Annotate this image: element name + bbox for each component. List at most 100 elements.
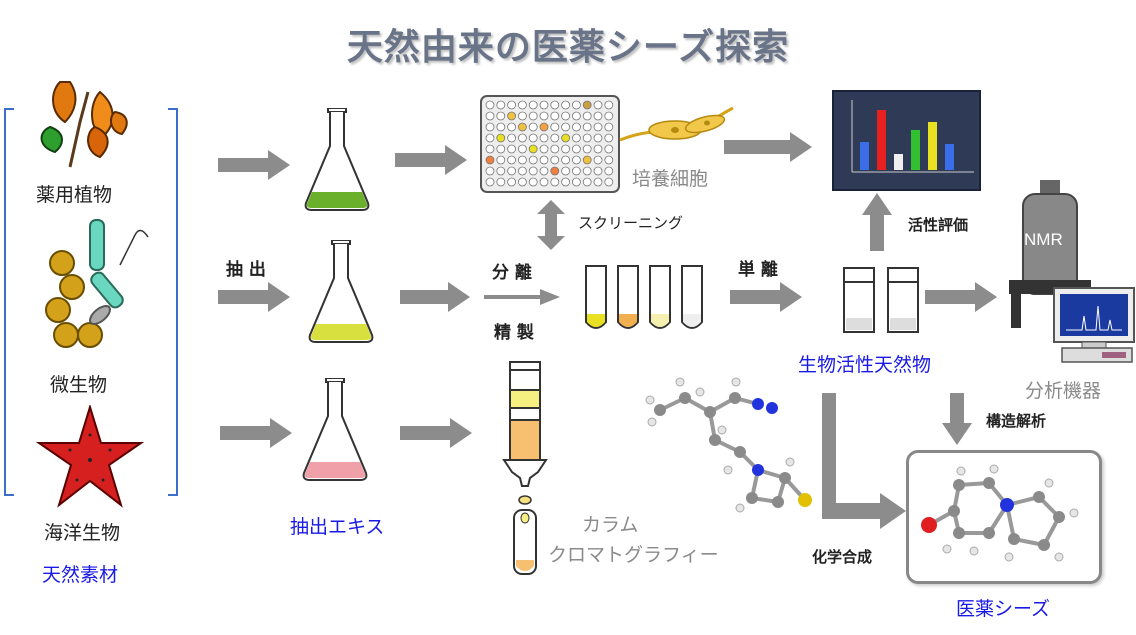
arrow-activity-up bbox=[862, 193, 892, 251]
well bbox=[582, 122, 592, 132]
arrow-chem-synthesis bbox=[822, 393, 906, 529]
medicinal-plant-icon bbox=[40, 81, 128, 168]
well bbox=[507, 155, 517, 165]
well bbox=[550, 100, 560, 110]
well bbox=[518, 100, 527, 110]
well bbox=[604, 100, 614, 110]
well bbox=[518, 122, 527, 132]
well bbox=[518, 177, 527, 187]
well bbox=[528, 100, 538, 110]
well bbox=[604, 155, 614, 165]
well bbox=[528, 155, 538, 165]
well bbox=[572, 111, 581, 121]
well bbox=[539, 177, 549, 187]
isolated-vials bbox=[843, 267, 919, 333]
natural-materials-label: 天然素材 bbox=[42, 564, 119, 586]
well-plate bbox=[480, 95, 620, 193]
well bbox=[539, 122, 549, 132]
well bbox=[561, 100, 570, 110]
well bbox=[572, 133, 581, 143]
well bbox=[539, 166, 549, 176]
isolation-label: 単 離 bbox=[738, 260, 778, 280]
well bbox=[507, 177, 517, 187]
well bbox=[572, 155, 581, 165]
arrow-cells-to-chart bbox=[724, 132, 812, 162]
well bbox=[572, 122, 581, 132]
extract-label: 抽出エキス bbox=[290, 516, 385, 538]
well bbox=[539, 144, 549, 154]
well bbox=[539, 111, 549, 121]
microbe-icon bbox=[45, 219, 149, 348]
drug-seeds-box bbox=[906, 450, 1102, 584]
well bbox=[518, 144, 527, 154]
well bbox=[507, 122, 517, 132]
well bbox=[561, 111, 570, 121]
column-label-line1: カラム bbox=[582, 514, 639, 536]
microbe-label: 微生物 bbox=[50, 374, 108, 396]
drug-seeds-label: 医薬シーズ bbox=[956, 598, 1051, 620]
chromatography-column bbox=[502, 361, 548, 575]
well bbox=[561, 177, 570, 187]
arrow-isolated-to-nmr bbox=[925, 282, 997, 312]
well bbox=[485, 144, 495, 154]
well bbox=[582, 177, 592, 187]
well bbox=[485, 111, 495, 121]
arrow-flask-to-plate bbox=[395, 145, 467, 175]
well bbox=[528, 177, 538, 187]
well bbox=[582, 100, 592, 110]
well bbox=[550, 166, 560, 176]
well bbox=[528, 122, 538, 132]
well bbox=[582, 166, 592, 176]
well bbox=[528, 111, 538, 121]
flask-yellow bbox=[308, 240, 374, 343]
well bbox=[593, 177, 603, 187]
purification-label: 精 製 bbox=[494, 323, 534, 343]
plant-label: 薬用植物 bbox=[36, 184, 113, 206]
well bbox=[496, 166, 506, 176]
well bbox=[561, 144, 570, 154]
well bbox=[496, 177, 506, 187]
arrow-flask-to-column bbox=[400, 418, 472, 448]
well bbox=[507, 144, 517, 154]
well bbox=[604, 166, 614, 176]
screening-double-arrow bbox=[537, 200, 565, 250]
extraction-label: 抽 出 bbox=[226, 260, 266, 280]
well bbox=[485, 100, 495, 110]
nmr-machine bbox=[1009, 180, 1091, 328]
well bbox=[539, 133, 549, 143]
well bbox=[485, 122, 495, 132]
well bbox=[593, 111, 603, 121]
analytical-instrument-label: 分析機器 bbox=[1025, 380, 1102, 402]
flask-green bbox=[304, 108, 370, 211]
activity-eval-label: 活性評価 bbox=[908, 216, 969, 234]
well bbox=[582, 133, 592, 143]
well bbox=[496, 133, 506, 143]
well bbox=[539, 100, 549, 110]
well bbox=[539, 155, 549, 165]
molecule-ball-stick bbox=[645, 377, 812, 513]
well bbox=[582, 155, 592, 165]
chem-synthesis-label: 化学合成 bbox=[812, 548, 873, 566]
well bbox=[593, 144, 603, 154]
computer-monitor bbox=[1053, 287, 1135, 363]
screening-label: スクリーニング bbox=[578, 214, 684, 232]
well bbox=[528, 133, 538, 143]
well bbox=[604, 144, 614, 154]
well bbox=[572, 166, 581, 176]
well bbox=[507, 133, 517, 143]
well bbox=[518, 111, 527, 121]
well bbox=[496, 144, 506, 154]
arrow-flask-to-separation bbox=[400, 282, 470, 312]
fraction-tubes bbox=[585, 265, 703, 329]
arrow-marine-to-flask bbox=[220, 418, 292, 448]
well bbox=[550, 144, 560, 154]
well bbox=[593, 133, 603, 143]
activity-chart-box bbox=[832, 90, 981, 191]
activity-bar-chart bbox=[851, 100, 974, 173]
drug-seed-molecule bbox=[921, 464, 1079, 562]
cultured-cells-image bbox=[619, 106, 734, 142]
structure-analysis-label: 構造解析 bbox=[986, 412, 1047, 430]
well bbox=[528, 144, 538, 154]
well bbox=[507, 166, 517, 176]
well bbox=[485, 166, 495, 176]
